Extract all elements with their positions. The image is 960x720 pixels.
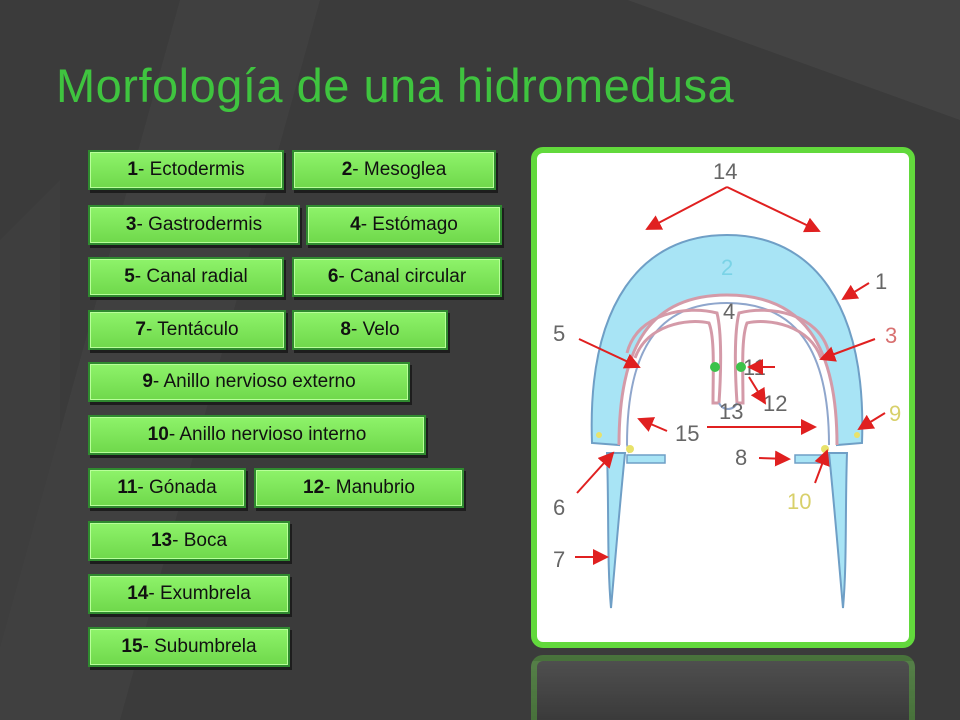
- panel-reflection: [531, 655, 915, 720]
- diagram-num-1: 1: [875, 269, 887, 294]
- label-boca: 13- Boca: [88, 521, 290, 561]
- diagram-num-4: 4: [723, 299, 735, 324]
- label-exumbrela: 14- Exumbrela: [88, 574, 290, 614]
- label-manubrio: 12- Manubrio: [254, 468, 464, 508]
- diagram-num-14: 14: [713, 159, 737, 184]
- gonada-left: [710, 362, 720, 372]
- label-gonada: 11- Gónada: [88, 468, 246, 508]
- diagram-num-3: 3: [885, 323, 897, 348]
- diagram-num-10: 10: [787, 489, 811, 514]
- diagram-num-7: 7: [553, 547, 565, 572]
- tentacle-right: [827, 452, 849, 609]
- label-mesoglea: 2- Mesoglea: [292, 150, 496, 190]
- label-ectodermis: 1- Ectodermis: [88, 150, 284, 190]
- diagram-num-15: 15: [675, 421, 699, 446]
- label-canal-radial: 5- Canal radial: [88, 257, 284, 297]
- label-anillo-nervioso-interno: 10- Anillo nervioso interno: [88, 415, 426, 455]
- diagram-num-13: 13: [719, 399, 743, 424]
- tentacle-left: [605, 452, 627, 609]
- hydromedusa-diagram: 14 2 1 5 4 3 11 12 13 9 15 8 6 10 7: [553, 159, 901, 609]
- label-estomago: 4- Estómago: [306, 205, 502, 245]
- label-subumbrela: 15- Subumbrela: [88, 627, 290, 667]
- label-canal-circular: 6- Canal circular: [292, 257, 502, 297]
- label-tentaculo: 7- Tentáculo: [88, 310, 286, 350]
- label-anillo-nervioso-externo: 9- Anillo nervioso externo: [88, 362, 410, 402]
- manubrio: [625, 308, 723, 405]
- diagram-num-6: 6: [553, 495, 565, 520]
- diagram-num-12: 12: [763, 391, 787, 416]
- velo-left: [626, 454, 666, 464]
- label-gastrodermis: 3- Gastrodermis: [88, 205, 300, 245]
- diagram-num-8: 8: [735, 445, 747, 470]
- page-title: Morfología de una hidromedusa: [56, 59, 735, 112]
- diagram-num-5: 5: [553, 321, 565, 346]
- diagram-num-9: 9: [889, 401, 901, 426]
- diagram-num-2: 2: [721, 255, 733, 280]
- gonada-right: [736, 362, 746, 372]
- label-velo: 8- Velo: [292, 310, 448, 350]
